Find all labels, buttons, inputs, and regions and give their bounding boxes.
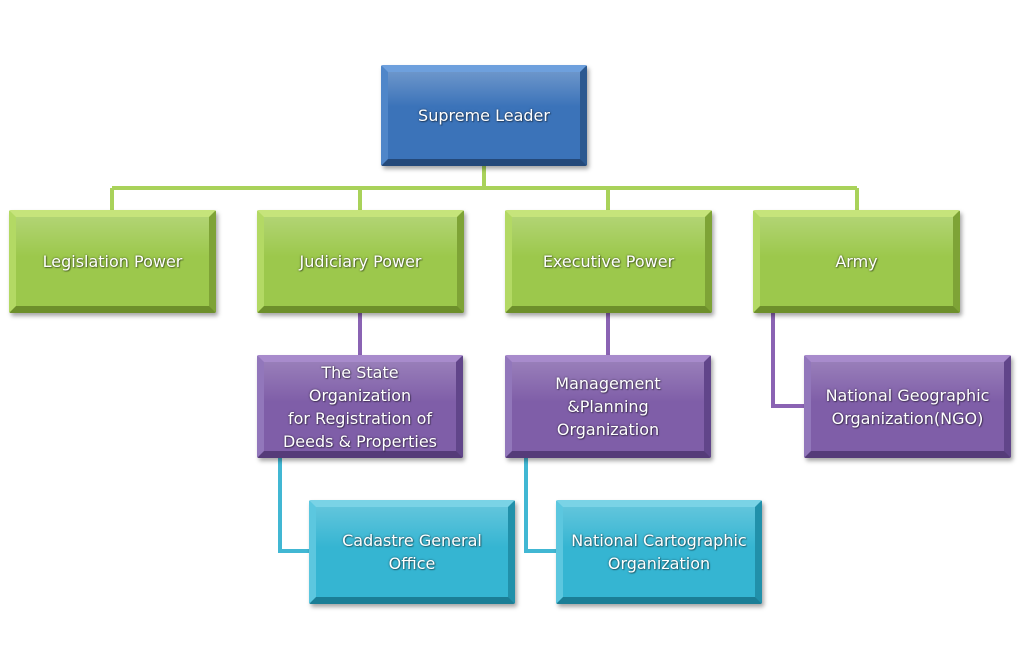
node-state-org-registration: The State Organization for Registration … [257, 355, 463, 458]
node-national-cartographic: National Cartographic Organization [556, 500, 762, 604]
node-state-org-registration-label: The State Organization for Registration … [282, 362, 437, 451]
node-army-label: Army [835, 252, 878, 271]
node-legislation-power: Legislation Power [9, 210, 216, 313]
node-executive-power: Executive Power [505, 210, 712, 313]
connector-army-to-ngo [771, 312, 805, 408]
connector-management-to-cartographic [524, 457, 558, 553]
node-supreme-leader-label: Supreme Leader [418, 106, 550, 125]
node-executive-power-label: Executive Power [542, 252, 675, 271]
node-judiciary-power-label: Judiciary Power [299, 252, 422, 271]
node-management-planning: Management &Planning Organization [505, 355, 711, 458]
node-cadastre-general-office: Cadastre General Office [309, 500, 515, 604]
connector-state-org-to-cadastre [278, 457, 311, 553]
node-supreme-leader: Supreme Leader [381, 65, 587, 166]
node-army: Army [753, 210, 960, 313]
node-national-geographic: National Geographic Organization(NGO) [804, 355, 1011, 458]
node-judiciary-power: Judiciary Power [257, 210, 464, 313]
node-national-cartographic-label: National Cartographic Organization [571, 531, 747, 573]
node-national-geographic-label: National Geographic Organization(NGO) [825, 385, 990, 428]
node-legislation-power-label: Legislation Power [42, 252, 183, 271]
node-management-planning-label: Management &Planning Organization [555, 374, 661, 439]
node-cadastre-general-office-label: Cadastre General Office [342, 531, 482, 573]
